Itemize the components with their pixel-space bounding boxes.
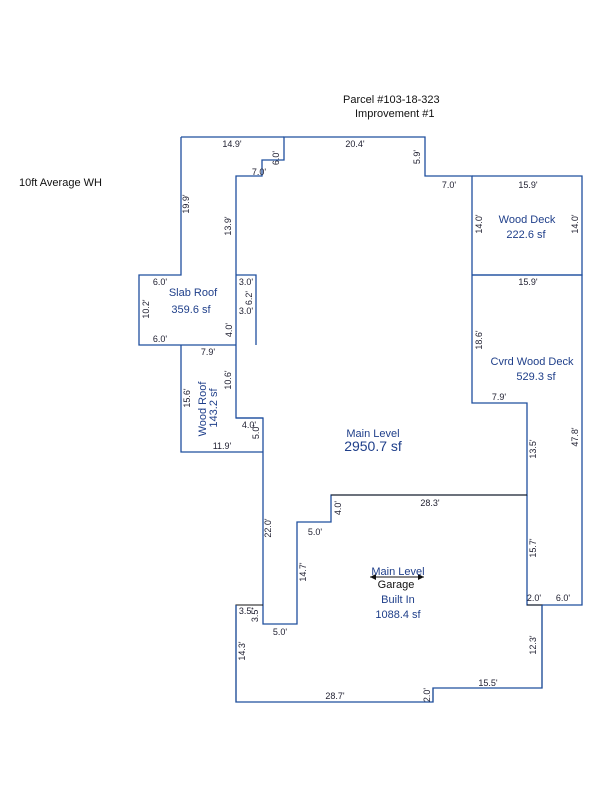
dim-label: 14.7' bbox=[298, 562, 308, 582]
dim-label: 4.0' bbox=[224, 323, 234, 338]
improvement-label: Improvement #1 bbox=[355, 108, 435, 120]
garage-main-level: Main Level bbox=[371, 566, 424, 578]
dim-label: 3.5' bbox=[239, 606, 254, 616]
dim-label: 14.0' bbox=[474, 214, 484, 234]
dim-label: 6.0' bbox=[271, 151, 281, 166]
dim-label: 6.0' bbox=[556, 593, 571, 603]
dim-label: 14.0' bbox=[570, 214, 580, 234]
dim-label: 5.9' bbox=[412, 150, 422, 165]
dim-label: 6.2' bbox=[244, 291, 254, 306]
dim-label: 15.9' bbox=[518, 180, 538, 190]
dim-label: 15.6' bbox=[182, 388, 192, 408]
dim-label: 20.4' bbox=[345, 139, 365, 149]
dim-label: 7.9' bbox=[201, 347, 216, 357]
dim-label: 12.3' bbox=[528, 635, 538, 655]
wood-roof-outline bbox=[180, 345, 263, 453]
dim-label: 5.0' bbox=[308, 527, 323, 537]
arrow-right-icon bbox=[418, 574, 424, 580]
dim-label: 22.0' bbox=[263, 518, 273, 538]
dim-label: 13.5' bbox=[528, 439, 538, 459]
slab-roof-outline bbox=[138, 136, 284, 346]
dim-label: 3.0' bbox=[239, 277, 254, 287]
cvrd-wood-deck-outline bbox=[472, 274, 583, 606]
garage-name: Garage bbox=[378, 579, 415, 591]
dim-label: 11.9' bbox=[213, 441, 232, 451]
dim-label: 15.7' bbox=[528, 538, 538, 558]
cvrd-wood-deck-name: Cvrd Wood Deck bbox=[491, 356, 574, 368]
dim-label: 7.0' bbox=[252, 167, 267, 177]
dim-label: 10.2' bbox=[141, 299, 151, 319]
dim-label: 15.5' bbox=[478, 678, 498, 688]
dim-label: 13.9' bbox=[223, 216, 233, 236]
arrow-left-icon bbox=[370, 574, 376, 580]
wood-deck-area: 222.6 sf bbox=[506, 229, 546, 241]
dim-label: 2.0' bbox=[422, 688, 432, 703]
slab-roof-name: Slab Roof bbox=[169, 287, 218, 299]
parcel-label: Parcel #103-18-323 bbox=[343, 94, 440, 106]
dim-label: 5.0' bbox=[273, 627, 288, 637]
dim-label: 6.0' bbox=[153, 277, 168, 287]
wood-roof-area: 143.2 sf bbox=[208, 387, 220, 427]
garage-area: 1088.4 sf bbox=[375, 609, 421, 621]
dim-label: 10.6' bbox=[223, 370, 233, 390]
dim-label: 3.0' bbox=[239, 306, 254, 316]
dim-label: 6.0' bbox=[153, 334, 168, 344]
dim-label: 4.0' bbox=[333, 501, 343, 516]
dim-label: 19.9' bbox=[181, 194, 191, 214]
garage-outline-blue bbox=[235, 605, 543, 703]
dim-label: 14.3' bbox=[237, 641, 247, 661]
dim-label: 2.0' bbox=[527, 593, 542, 603]
dim-label: 14.9' bbox=[222, 139, 242, 149]
cvrd-wood-deck-area: 529.3 sf bbox=[516, 371, 556, 383]
wood-roof-name: Wood Roof bbox=[197, 381, 209, 437]
wood-deck-name: Wood Deck bbox=[499, 214, 556, 226]
main-level-outline bbox=[235, 136, 528, 625]
dim-label: 47.8' bbox=[570, 427, 580, 447]
dim-label: 7.9' bbox=[492, 392, 507, 402]
main-level-name: Main Level bbox=[346, 428, 399, 440]
dim-label: 15.9' bbox=[518, 277, 538, 287]
dim-label: 4.0' bbox=[242, 420, 257, 430]
dim-label: 28.3' bbox=[420, 498, 440, 508]
slab-roof-area: 359.6 sf bbox=[171, 304, 211, 316]
dim-label: 5.0' bbox=[251, 425, 261, 440]
dim-label: 7.0' bbox=[442, 180, 457, 190]
dim-label: 18.6' bbox=[474, 330, 484, 350]
wall-height-label: 10ft Average WH bbox=[19, 177, 102, 189]
dim-label: 28.7' bbox=[325, 691, 345, 701]
garage-built-in: Built In bbox=[381, 594, 415, 606]
dim-label: 3.5' bbox=[250, 608, 260, 623]
main-level-area: 2950.7 sf bbox=[344, 438, 402, 454]
